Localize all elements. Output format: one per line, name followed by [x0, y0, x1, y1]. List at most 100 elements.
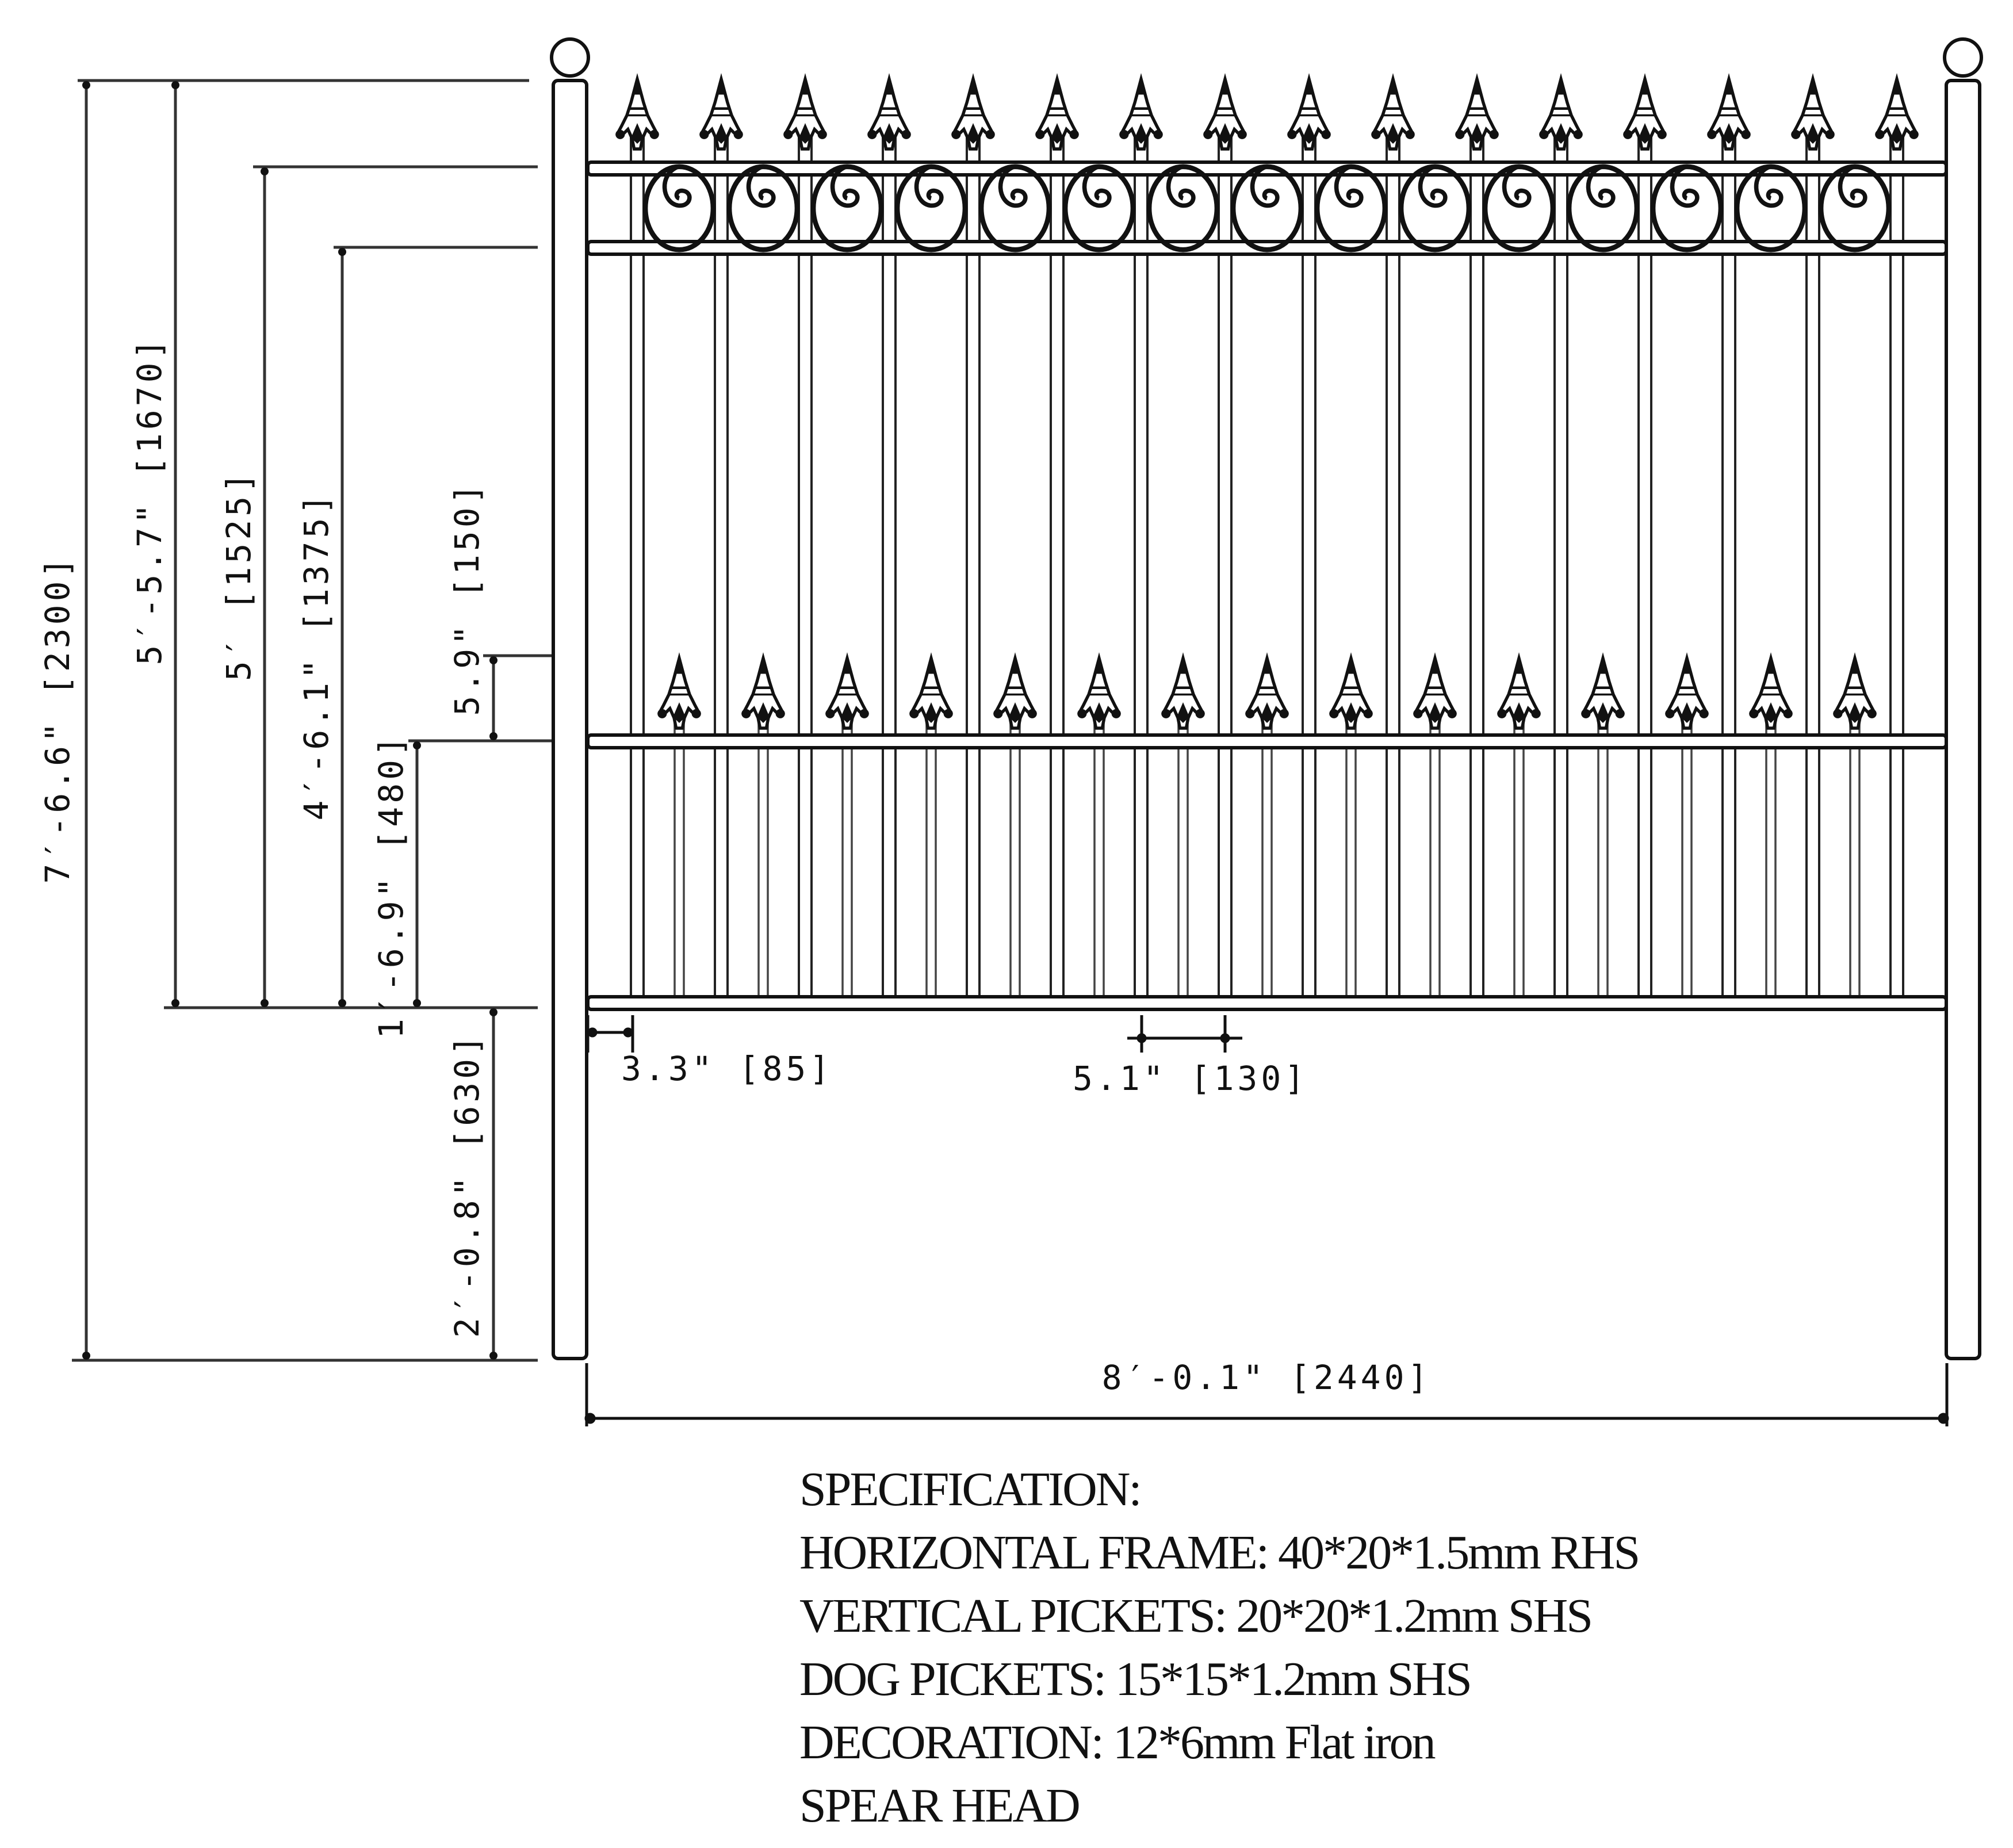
- spec-dog-pickets: DOG PICKETS: 15*15*1.2mm SHS: [799, 1652, 1472, 1706]
- dog-spear-head-icon: [1245, 659, 1289, 729]
- dog-picket: [1681, 712, 1693, 999]
- dog-picket: [1513, 712, 1525, 999]
- main-picket: [630, 131, 645, 999]
- main-picket: [1386, 131, 1400, 999]
- spear-head-icon: [1875, 79, 1919, 150]
- dog-picket: [673, 712, 685, 999]
- scroll-ring-icon: [813, 167, 881, 250]
- dim-picket-spacing: 5.1" [130]: [1073, 1059, 1308, 1098]
- dog-picket: [841, 712, 853, 999]
- dog-picket: [1261, 712, 1273, 999]
- dog-spear-head-icon: [741, 659, 785, 729]
- dim-top-rail: 5′ [1525]: [219, 469, 258, 681]
- dim-overall-width: 8′-0.1" [2440]: [1102, 1358, 1432, 1397]
- dim-ground-clearance: 2′-0.8" [630]: [447, 1032, 487, 1338]
- spear-head-icon: [1455, 79, 1499, 150]
- dog-spear-head-icon: [1749, 659, 1793, 729]
- scroll-ring-icon: [1065, 167, 1133, 250]
- spear-head-icon: [615, 79, 659, 150]
- bottom-rail: [586, 995, 1948, 1011]
- dog-spear-head-icon: [909, 659, 953, 729]
- dog-spear-head-icon: [1665, 659, 1709, 729]
- dog-spear-head-icon: [1413, 659, 1457, 729]
- main-picket: [1134, 131, 1149, 999]
- scroll-ring-icon: [1233, 167, 1301, 250]
- main-picket: [1805, 131, 1820, 999]
- main-picket: [966, 131, 981, 999]
- dim-dog-spear: 5.9" [150]: [447, 480, 487, 716]
- overall-width-dimension: [584, 1363, 1949, 1426]
- dog-spear-head-icon: [1329, 659, 1373, 729]
- spear-head-icon: [1035, 79, 1079, 150]
- scroll-decorations: [645, 167, 1889, 250]
- specification-heading: SPECIFICATION:: [799, 1463, 1142, 1516]
- dog-picket: [1009, 712, 1021, 999]
- dog-picket: [925, 712, 937, 999]
- scroll-ring-icon: [1149, 167, 1217, 250]
- left-post: [550, 37, 590, 1360]
- spear-head-icon: [1707, 79, 1751, 150]
- dog-picket: [1345, 712, 1357, 999]
- spear-head-icon: [951, 79, 995, 150]
- scroll-ring-icon: [645, 167, 713, 250]
- dim-middle-rail: 1′-6.9" [480]: [372, 733, 411, 1039]
- main-picket: [714, 131, 729, 999]
- dim-second-rail: 4′-6.1" [1375]: [297, 491, 336, 821]
- dimension-ticks: [82, 81, 497, 1360]
- dog-picket: [1597, 712, 1609, 999]
- spec-decoration: DECORATION: 12*6mm Flat iron: [799, 1716, 1436, 1769]
- dog-picket: [1429, 712, 1441, 999]
- dim-overall-height: 7′-6.6" [2300]: [38, 554, 77, 884]
- spear-head-icon: [1119, 79, 1163, 150]
- scroll-ring-icon: [1317, 167, 1385, 250]
- right-post-cap: [1943, 37, 1983, 78]
- picket-spacing-dimension: [1127, 1015, 1242, 1053]
- dog-spear-head-icon: [825, 659, 869, 729]
- specification-block: SPECIFICATION: HORIZONTAL FRAME: 40*20*1…: [799, 1458, 1640, 1838]
- middle-rail: [586, 733, 1948, 749]
- scroll-ring-icon: [981, 167, 1049, 250]
- dog-spear-head-icon: [1077, 659, 1121, 729]
- dog-spear-head-icon: [1497, 659, 1541, 729]
- dog-picket: [1093, 712, 1105, 999]
- main-picket: [798, 131, 813, 999]
- scroll-ring-icon: [1653, 167, 1721, 250]
- spear-head-icon: [1539, 79, 1583, 150]
- main-picket: [1553, 131, 1568, 999]
- spear-head-icon: [1791, 79, 1835, 150]
- main-picket: [1302, 131, 1317, 999]
- dog-pickets: [673, 712, 1861, 999]
- scroll-ring-icon: [1569, 167, 1637, 250]
- main-picket: [1050, 131, 1065, 999]
- spear-head-icon: [699, 79, 743, 150]
- main-picket: [1721, 131, 1736, 999]
- vertical-dimension-lines: [72, 79, 587, 1362]
- main-spear-heads: [615, 79, 1919, 150]
- dog-picket: [1765, 712, 1777, 999]
- main-picket: [1889, 131, 1904, 999]
- spear-head-icon: [1371, 79, 1415, 150]
- scroll-ring-icon: [1821, 167, 1889, 250]
- spec-horizontal-frame: HORIZONTAL FRAME: 40*20*1.5mm RHS: [799, 1526, 1640, 1579]
- scroll-ring-icon: [1401, 167, 1469, 250]
- scroll-ring-icon: [897, 167, 965, 250]
- main-picket: [1469, 131, 1484, 999]
- dog-picket: [1177, 712, 1189, 999]
- scroll-ring-icon: [1737, 167, 1805, 250]
- dog-picket: [757, 712, 769, 999]
- dog-spear-heads: [657, 659, 1877, 729]
- right-post: [1943, 37, 1983, 1360]
- dog-picket: [1849, 712, 1861, 999]
- dim-post-to-spear: 5′-5.7" [1670]: [130, 336, 169, 665]
- end-gap-dimension: [586, 1015, 634, 1053]
- dog-spear-head-icon: [657, 659, 701, 729]
- main-picket: [1637, 131, 1652, 999]
- scroll-ring-icon: [729, 167, 797, 250]
- dim-end-gap: 3.3" [85]: [621, 1049, 833, 1088]
- spear-head-icon: [1623, 79, 1667, 150]
- dog-spear-head-icon: [1833, 659, 1877, 729]
- dog-spear-head-icon: [1581, 659, 1625, 729]
- main-picket: [882, 131, 897, 999]
- spear-head-icon: [1203, 79, 1247, 150]
